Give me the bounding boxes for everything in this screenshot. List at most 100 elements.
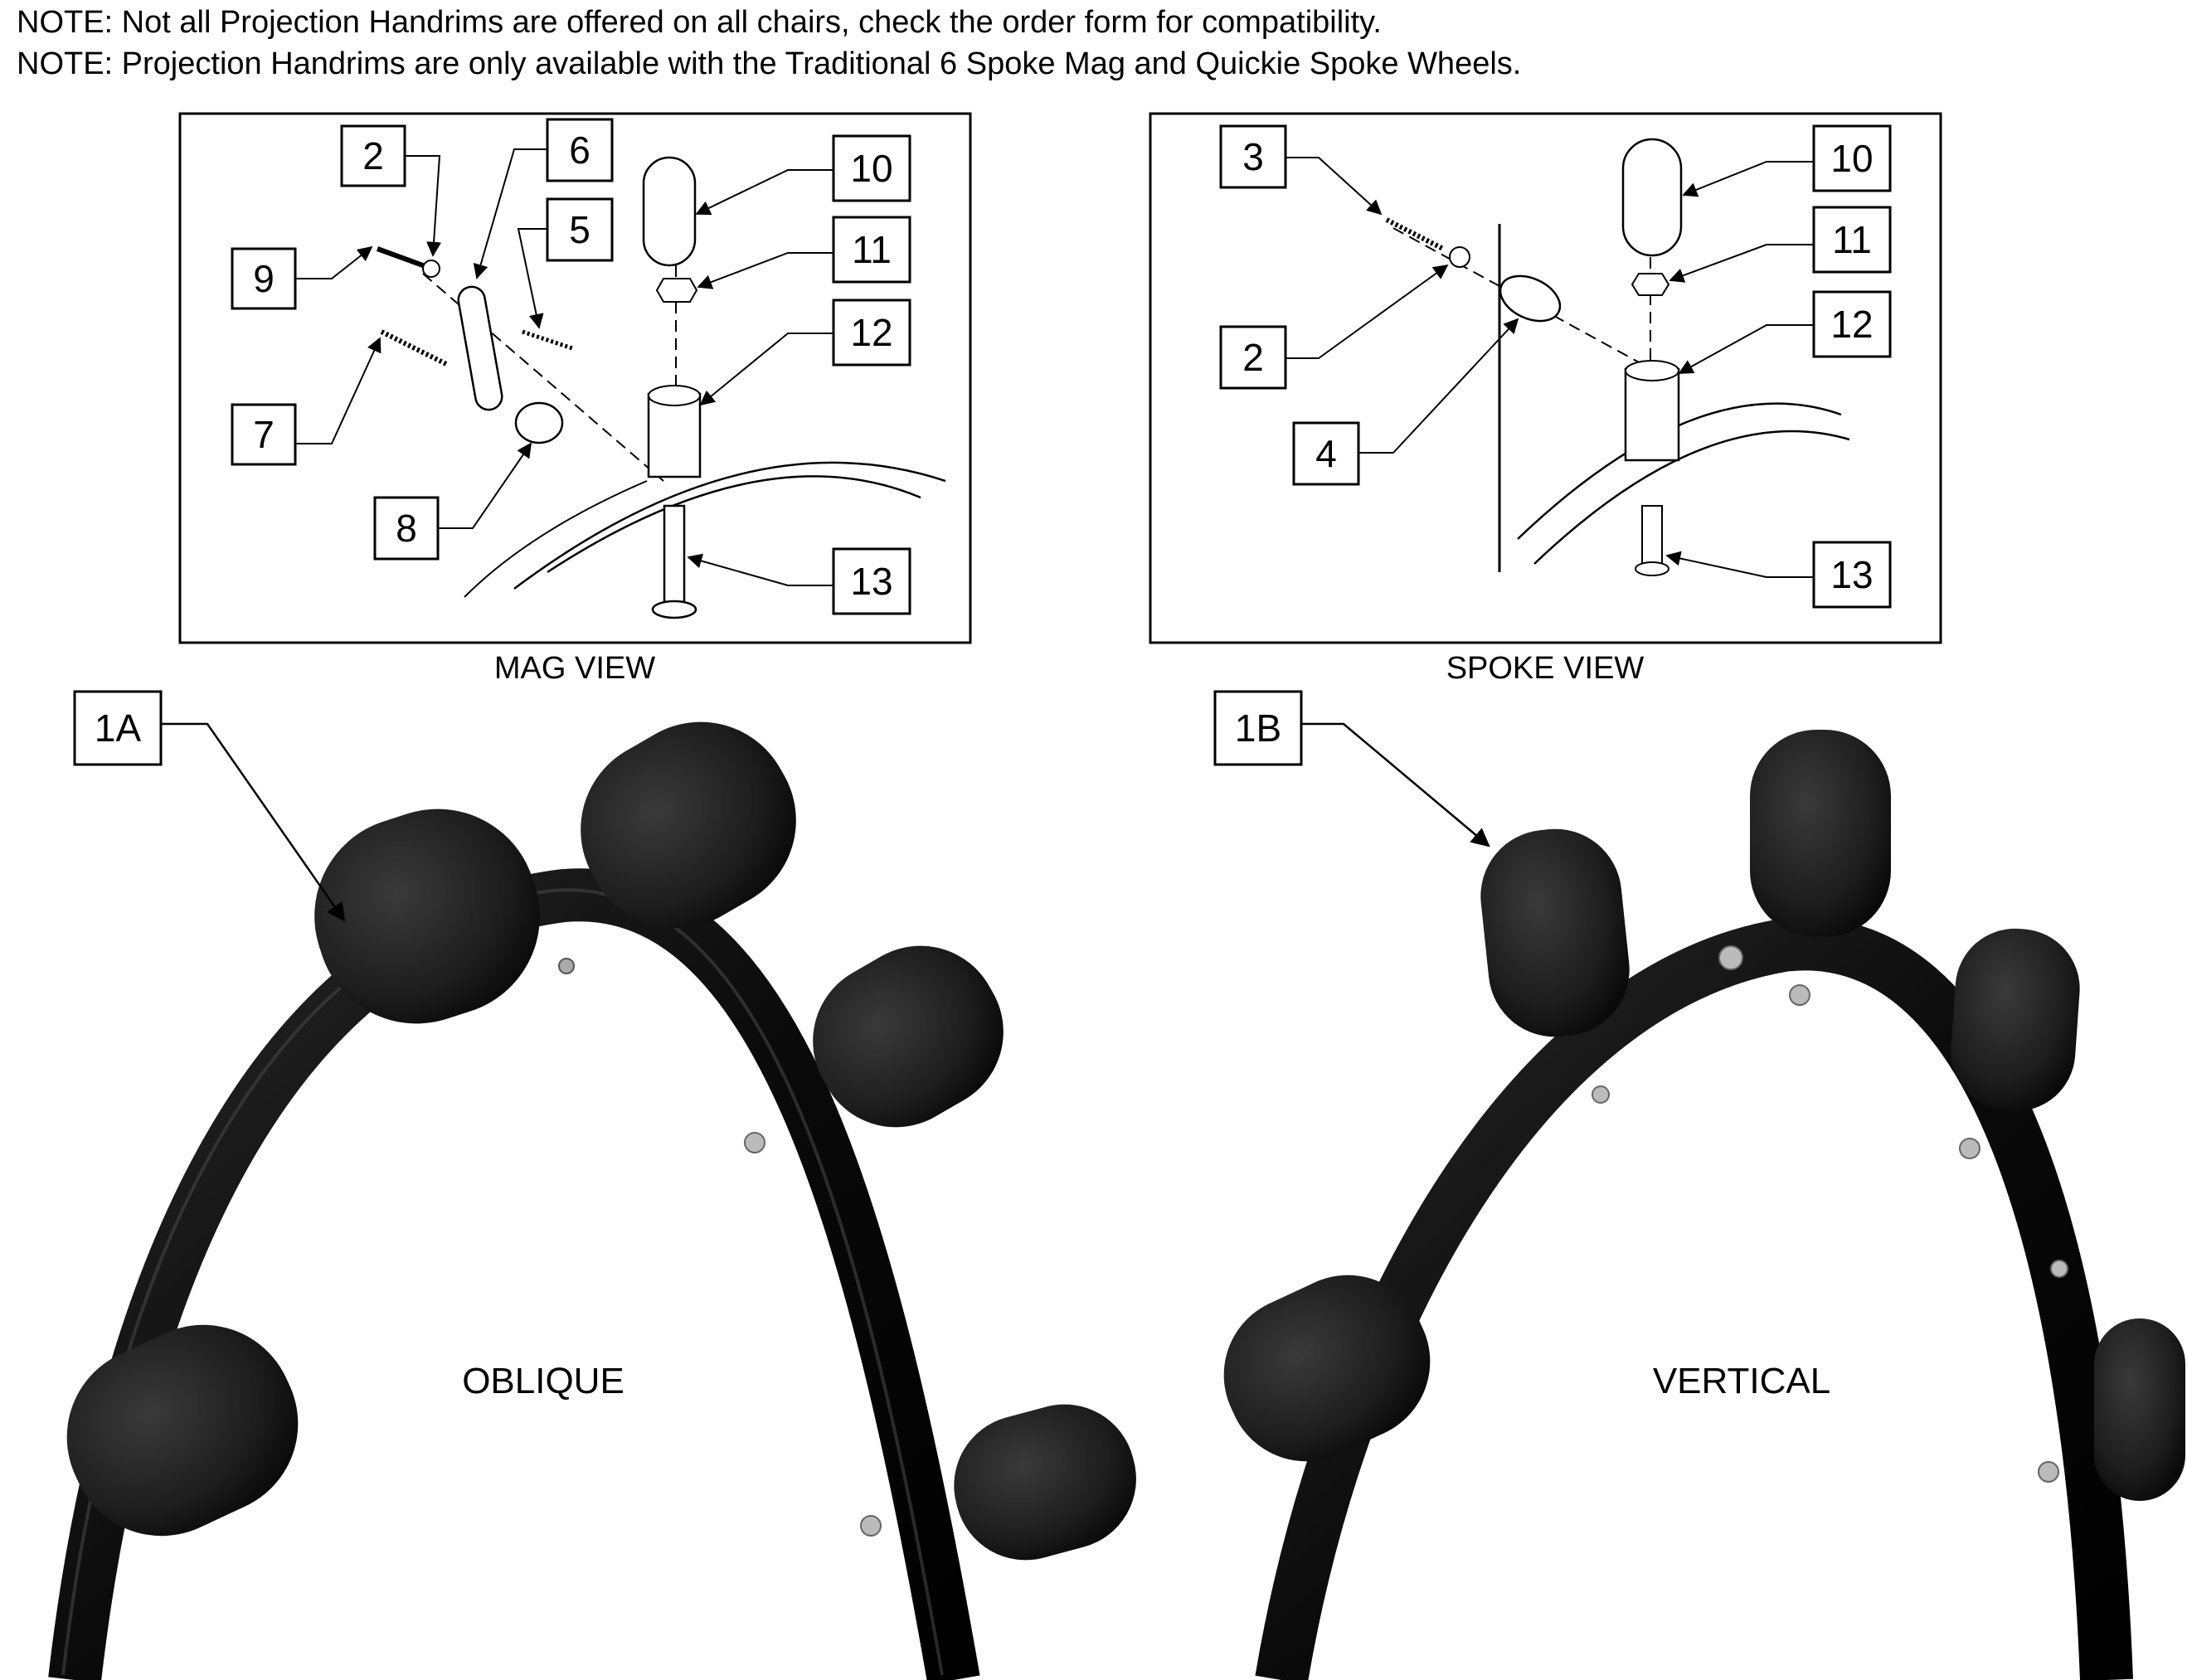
spoke-washer-part [1449,246,1470,268]
mag-washer-part [422,260,440,278]
oblique-foam-knob [954,1404,1136,1561]
spoke-view-panel: 3 2 4 10 11 12 13 [1149,112,1942,644]
spoke-spacer-top [1625,360,1679,381]
svg-text:13: 13 [1830,553,1873,596]
mag-spacer-top [648,385,701,406]
oblique-caption: OBLIQUE [462,1361,625,1401]
spoke-callout-10: 10 [1682,124,1892,197]
svg-text:13: 13 [850,560,892,603]
spoke-callout-12: 12 [1678,290,1892,374]
vertical-callout-1b: 1B [1213,690,1490,847]
oblique-rivet [558,958,575,974]
oblique-foam-knob [581,721,796,929]
vertical-foam-knob [1951,928,2080,1112]
svg-text:2: 2 [362,134,384,177]
mag-callout-13: 13 [687,547,911,615]
mag-callout-9: 9 [231,245,373,310]
svg-text:2: 2 [1242,336,1264,379]
mag-nut-part [655,278,698,303]
mag-callout-5: 5 [517,197,614,329]
mag-screw-9 [376,246,425,268]
spoke-screw-3 [1385,217,1445,251]
spoke-bolt-part [1641,505,1663,565]
mag-bolt-part [663,504,686,607]
mag-callout-6: 6 [473,118,614,279]
vertical-foam-knob [1480,828,1630,1037]
vertical-rivet [1789,984,1810,1006]
mag-callout-8: 8 [373,442,532,561]
svg-text:4: 4 [1315,432,1337,475]
oblique-rivet [744,1132,765,1153]
svg-text:10: 10 [1830,137,1873,180]
svg-text:8: 8 [396,507,417,550]
oblique-rim [48,868,980,1680]
spoke-callout-2: 2 [1219,264,1449,390]
svg-text:1B: 1B [1235,706,1281,750]
spoke-callout-4: 4 [1292,318,1519,486]
mag-axis [422,273,664,482]
svg-text:5: 5 [569,208,590,251]
mag-callout-11: 11 [697,216,911,289]
mag-screw-5 [522,329,573,351]
svg-text:11: 11 [852,228,892,271]
oblique-rim-highlight [61,888,944,1676]
svg-text:10: 10 [850,147,892,190]
mag-callout-12: 12 [699,299,911,406]
oblique-callout-1a: 1A [73,690,346,922]
svg-text:12: 12 [1830,303,1873,346]
vertical-foam-knob [1750,730,1891,937]
mag-callout-2: 2 [340,124,442,257]
mag-screw-7 [380,329,450,367]
spoke-rim-inner [1533,430,1850,565]
oblique-foam-knob [66,1324,299,1537]
spoke-nut-part [1631,273,1670,296]
mag-view-frame [178,112,972,644]
notes: NOTE: Not all Projection Handrims are of… [17,2,1521,85]
note-compatibility: NOTE: Not all Projection Handrims are of… [17,5,1382,40]
mag-rim-edge [464,480,648,598]
svg-text:3: 3 [1242,135,1264,178]
mag-view-panel: 2 6 5 9 7 8 10 [178,112,972,644]
vertical-rivet [1718,945,1743,970]
mag-foam-part [642,156,697,267]
mag-rim-outer [513,461,946,590]
mag-bolt-head [651,600,697,619]
mag-callout-7: 7 [231,337,382,466]
vertical-rivet [1592,1085,1610,1104]
spoke-rim-outer [1517,402,1842,540]
spoke-view-caption: SPOKE VIEW [1446,651,1645,686]
mag-rim-inner [547,475,921,574]
svg-text:7: 7 [253,413,275,456]
spoke-view-frame [1149,112,1942,644]
vertical-caption: VERTICAL [1653,1361,1830,1401]
spoke-foam-part [1621,138,1683,257]
svg-text:6: 6 [569,129,590,172]
vertical-rivet [1959,1138,1980,1159]
vertical-foam-knob [1223,1275,1431,1462]
svg-text:11: 11 [1832,218,1872,261]
mag-link-part [457,285,503,411]
mag-view-caption: MAG VIEW [494,651,655,686]
svg-text:1A: 1A [95,706,142,750]
mag-bushing-part [514,401,564,444]
vertical-rivet [2038,1461,2059,1483]
spoke-clamp-part [1499,274,1562,323]
spoke-callout-11: 11 [1669,206,1892,283]
mag-callout-10: 10 [695,134,911,216]
spoke-bolt-head [1635,561,1669,576]
oblique-rivet [860,1515,882,1537]
vertical-handrim-illustration [1223,730,2185,1680]
mag-spacer-part [647,392,702,478]
vertical-foam-knob [2094,1318,2185,1501]
svg-text:12: 12 [850,311,892,354]
spoke-callout-3: 3 [1219,124,1383,216]
vertical-rivet [2050,1260,2068,1278]
svg-text:9: 9 [253,257,275,300]
oblique-handrim-illustration [48,721,1136,1680]
spoke-spacer-part [1624,367,1680,462]
note-availability: NOTE: Projection Handrims are only avail… [17,46,1522,81]
oblique-foam-knob [314,808,540,1024]
oblique-foam-knob [813,945,1004,1128]
spoke-callout-13: 13 [1665,541,1892,609]
